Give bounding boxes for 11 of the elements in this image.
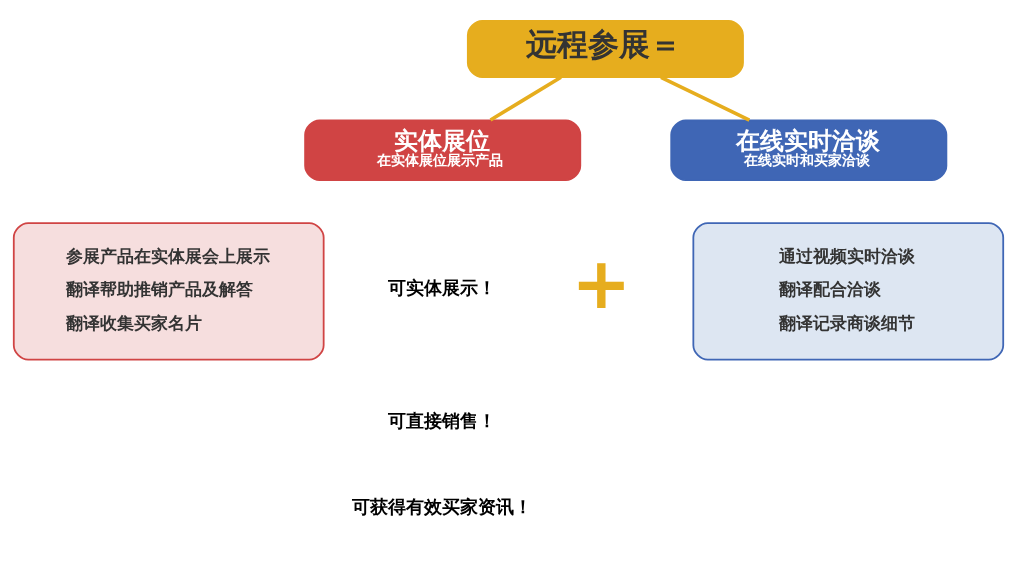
connector	[659, 75, 750, 122]
connector	[489, 75, 562, 122]
node-box: 在线实时洽谈 在线实时和买家洽谈	[669, 119, 947, 181]
label: 可直接销售！	[387, 410, 496, 432]
node-box: 通过视频实时洽谈 翻译配合洽谈 翻译记录商谈细节	[691, 222, 1004, 361]
node-box: 参展产品在实体展会上展示 翻译帮助推销产品及解答 翻译收集买家名片	[12, 222, 325, 361]
node-box: 实体展位 在实体展位展示产品	[303, 119, 581, 181]
label: +	[570, 241, 631, 326]
node-box: 远程参展＝	[466, 20, 744, 79]
label: 可实体展示！	[387, 277, 496, 299]
label: 可获得有效买家资讯！	[351, 496, 532, 518]
